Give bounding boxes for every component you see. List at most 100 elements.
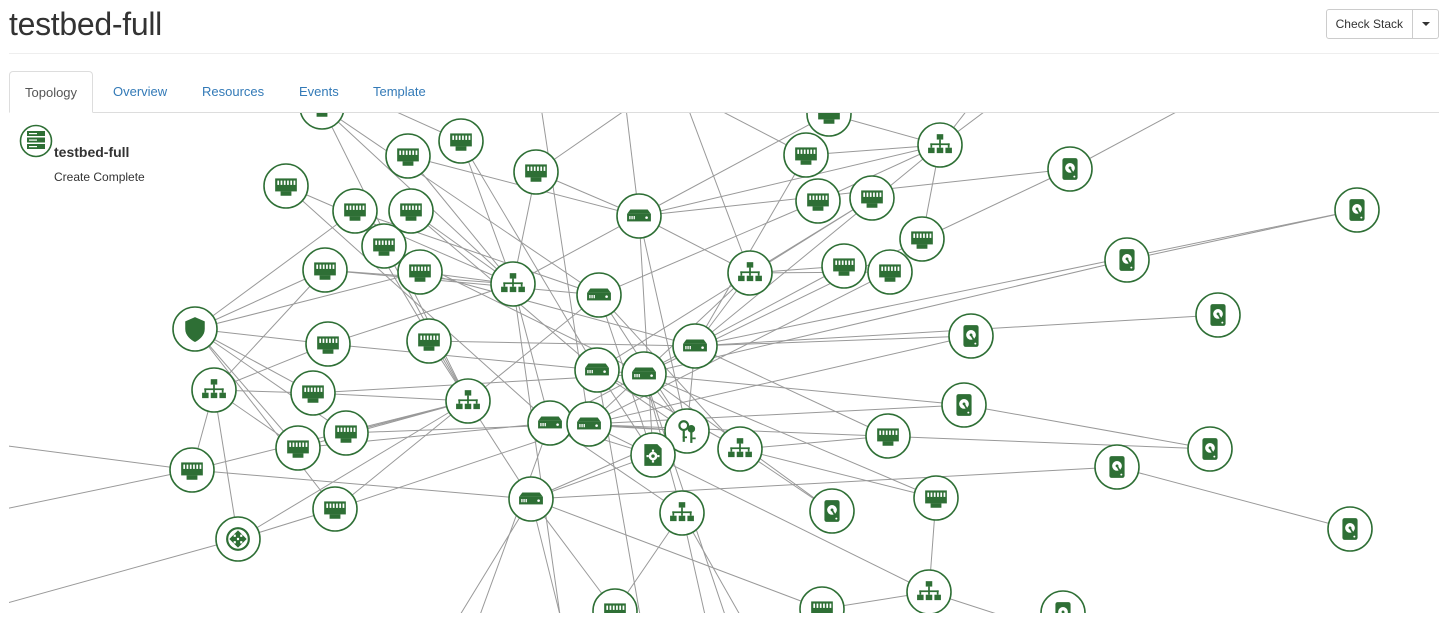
topology-node-server[interactable] (527, 400, 573, 446)
topology-node-port[interactable] (290, 370, 336, 416)
topology-node-volume[interactable] (1104, 237, 1150, 283)
topology-node-network[interactable] (917, 122, 963, 168)
topology-node-port[interactable] (312, 486, 358, 532)
topology-node-server[interactable] (574, 347, 620, 393)
topology-node-server[interactable] (566, 401, 612, 447)
topology-node-port[interactable] (361, 223, 407, 269)
topology-node-volume[interactable] (1040, 590, 1086, 613)
topology-edge (191, 469, 532, 500)
topology-node-network[interactable] (717, 426, 763, 472)
topology-node-port[interactable] (799, 586, 845, 613)
actions-dropdown-toggle[interactable] (1413, 9, 1439, 39)
topology-edge (963, 404, 1211, 450)
topology-node-volume[interactable] (1187, 426, 1233, 472)
topology-node-volume[interactable] (1094, 444, 1140, 490)
topology-node-volume[interactable] (948, 313, 994, 359)
topology-node-port[interactable] (899, 216, 945, 262)
server-icon (627, 209, 651, 222)
tab-events[interactable]: Events (299, 84, 339, 99)
topology-edge (194, 271, 421, 330)
topology-node-volume[interactable] (1195, 292, 1241, 338)
stack-name: testbed-full (54, 144, 130, 160)
topology-edge (694, 335, 972, 347)
topology-node-volume[interactable] (1327, 506, 1373, 552)
topology-node-port[interactable] (438, 118, 484, 164)
topology-node-volume[interactable] (941, 382, 987, 428)
config-icon (644, 444, 662, 466)
topology-node-port[interactable] (385, 133, 431, 179)
topology-node-router[interactable] (215, 516, 261, 562)
topology-canvas[interactable] (9, 113, 1439, 613)
topology-node-port[interactable] (305, 321, 351, 367)
server-icon (585, 363, 609, 376)
topology-node-volume[interactable] (809, 488, 855, 534)
topology-edge (596, 369, 741, 450)
topology-node-server[interactable] (621, 351, 667, 397)
topology-node-port[interactable] (867, 249, 913, 295)
topology-node-network[interactable] (727, 250, 773, 296)
topology-edge (694, 209, 1358, 347)
topology-node-port[interactable] (388, 188, 434, 234)
topology-node-port[interactable] (332, 188, 378, 234)
topology-node-port[interactable] (806, 113, 852, 137)
topology-node-port[interactable] (263, 163, 309, 209)
topology-edge (739, 435, 889, 450)
topology-node-volume[interactable] (1047, 146, 1093, 192)
topology-node-port[interactable] (849, 175, 895, 221)
topology-edge (213, 389, 239, 540)
topology-node-port[interactable] (300, 113, 344, 130)
topology-node-port[interactable] (169, 447, 215, 493)
topology-node-volume[interactable] (1334, 187, 1380, 233)
volume-icon (1209, 303, 1227, 327)
topology-node-port[interactable] (795, 178, 841, 224)
tab-overview[interactable]: Overview (113, 84, 168, 99)
topology-node-server[interactable] (508, 476, 554, 522)
port-icon (811, 601, 833, 613)
topology-edge (419, 271, 696, 347)
topology-node-port[interactable] (821, 243, 867, 289)
tab-topology[interactable]: Topology (9, 71, 94, 113)
topology-node-port[interactable] (783, 132, 829, 178)
topology-node-server[interactable] (576, 272, 622, 318)
topology-edge (530, 466, 1118, 500)
topology-graph[interactable] (9, 113, 1439, 613)
server-icon (587, 288, 611, 301)
topology-node-port[interactable] (323, 410, 369, 456)
topology-node-port[interactable] (913, 475, 959, 521)
topology-node-network[interactable] (906, 569, 952, 613)
topology-edge (643, 373, 937, 499)
topology-edge (194, 328, 299, 449)
topology-edge (9, 538, 239, 604)
topology-edge (9, 469, 193, 509)
topology-edge (1126, 209, 1358, 261)
topology-node-port[interactable] (397, 249, 443, 295)
topology-node-port[interactable] (275, 425, 321, 471)
topology-node-port[interactable] (406, 318, 452, 364)
topology-edge (530, 498, 823, 610)
topology-node-network[interactable] (490, 261, 536, 307)
topology-edge (598, 200, 819, 296)
volume-icon (1054, 601, 1072, 613)
topology-node-network[interactable] (445, 378, 491, 424)
topology-node-keypair[interactable] (664, 408, 710, 454)
topology-node-network[interactable] (659, 490, 705, 536)
topology-node-port[interactable] (302, 247, 348, 293)
volume-icon (1118, 248, 1136, 272)
topology-node-port[interactable] (592, 588, 638, 613)
topology-edge (334, 400, 469, 510)
topology-node-config[interactable] (630, 432, 676, 478)
topology-node-port[interactable] (865, 413, 911, 459)
tab-template[interactable]: Template (373, 84, 426, 99)
topology-edge (921, 168, 1071, 240)
topology-node-server[interactable] (672, 323, 718, 369)
topology-node-network[interactable] (191, 367, 237, 413)
topology-edge (638, 113, 830, 217)
topology-edge (512, 215, 640, 285)
topology-node-server[interactable] (616, 193, 662, 239)
check-stack-button[interactable]: Check Stack (1325, 9, 1413, 39)
topology-node-port[interactable] (513, 149, 559, 195)
topology-node-security[interactable] (172, 306, 218, 352)
tab-resources[interactable]: Resources (202, 84, 265, 99)
topology-edge (324, 269, 600, 296)
server-icon (683, 339, 707, 352)
